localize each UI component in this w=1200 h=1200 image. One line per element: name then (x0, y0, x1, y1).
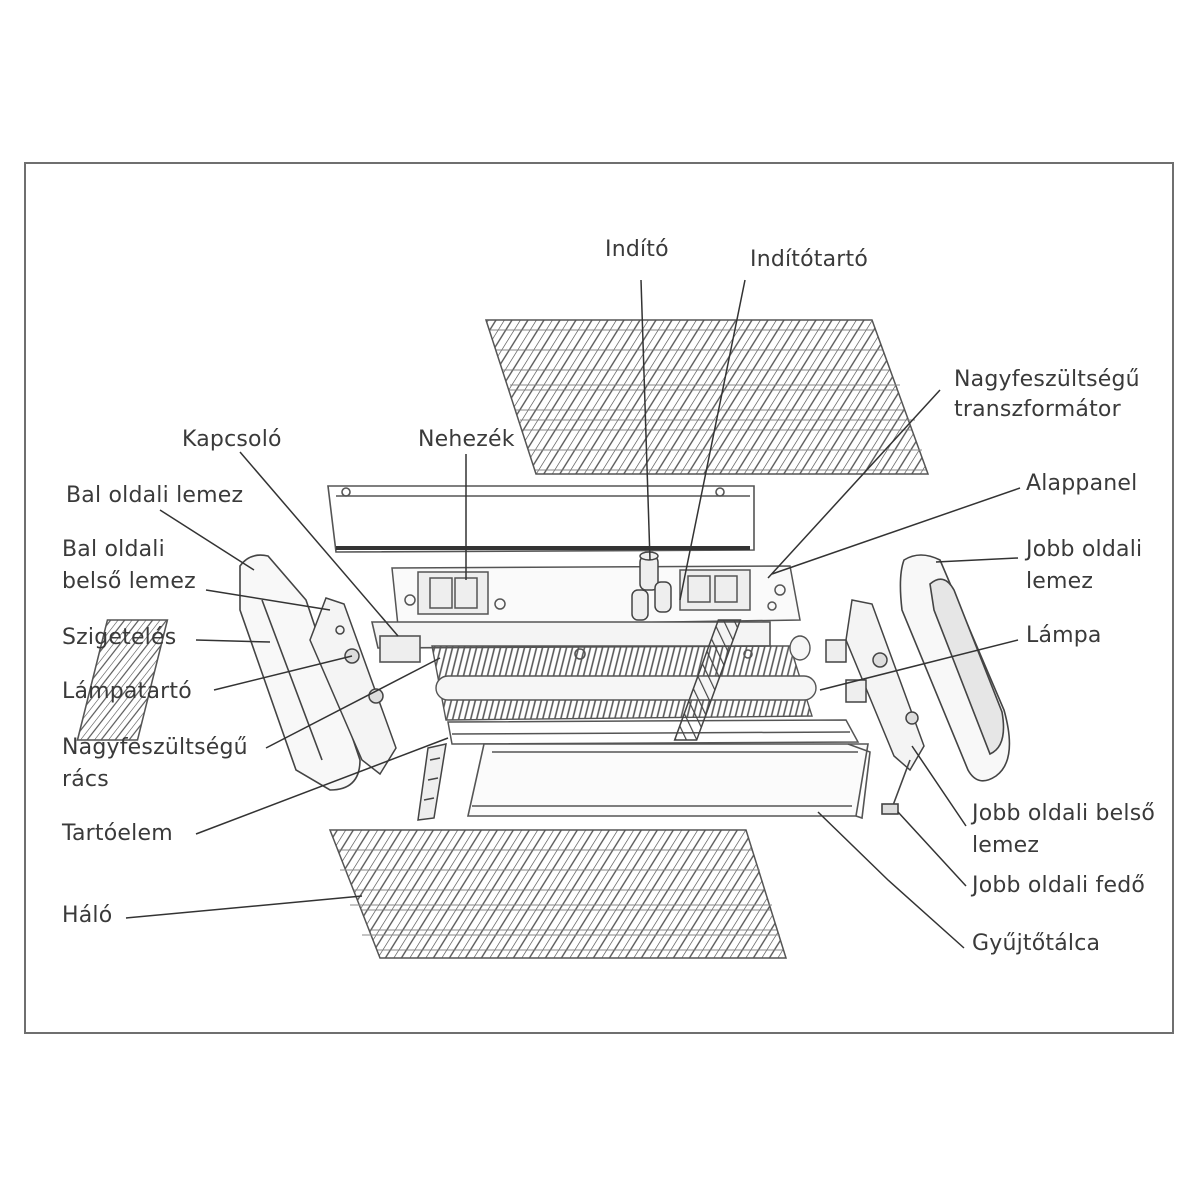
label-jobb-belso-2: lemez (972, 833, 1040, 858)
label-halo: Háló (62, 903, 113, 928)
leader-lampa (819, 639, 1019, 691)
label-indito: Indító (605, 237, 669, 262)
collecting-tray (467, 743, 871, 820)
right-inner-plate (825, 599, 925, 772)
label-nagyfesz-racs-1: Nagyfeszültségű (62, 735, 248, 760)
left-side-plate (76, 554, 361, 791)
label-inditotarto: Indítótartó (750, 247, 869, 272)
base-panel (391, 565, 801, 627)
label-jobb-lemez-2: lemez (1026, 569, 1094, 594)
leader-kapcsolo (239, 451, 399, 637)
right-cover-post (881, 759, 911, 815)
label-nagyfesz-transzf-2: transzformátor (954, 397, 1121, 422)
leader-alappanel (771, 487, 1021, 575)
diagram-frame (24, 162, 1174, 1034)
leader-inditotarto (679, 279, 746, 601)
label-alappanel: Alappanel (1026, 471, 1138, 496)
label-jobb-fedo: Jobb oldali fedő (972, 873, 1146, 898)
label-szigeteles: Szigetelés (62, 625, 177, 650)
leader-tartoelem (195, 737, 449, 835)
label-bal-belso-1: Bal oldali (62, 537, 165, 562)
leader-jobb-lemez (935, 557, 1019, 563)
label-nagyfesz-transzf-1: Nagyfeszültségű (954, 367, 1140, 392)
label-nehezek: Nehezék (418, 427, 515, 452)
leader-bal-belso (205, 589, 331, 611)
right-side-plate (673, 554, 1011, 782)
left-inner-plate (309, 597, 397, 776)
end-cover-left (417, 743, 447, 821)
label-jobb-lemez-1: Jobb oldali (1026, 537, 1143, 562)
label-gyujtotalca: Gyűjtőtálca (972, 931, 1101, 956)
lamp-tube (435, 635, 817, 701)
leader-lines (125, 279, 1021, 949)
label-lampatarto: Lámpatartó (62, 679, 192, 704)
label-jobb-belso-1: Jobb oldali belső (972, 801, 1156, 826)
label-nagyfesz-racs-2: rács (62, 767, 109, 792)
back-housing (327, 485, 755, 553)
starter (631, 551, 672, 621)
leader-jobb-fedo (897, 811, 967, 887)
label-kapcsolo: Kapcsoló (182, 427, 282, 452)
label-tartoelem: Tartóelem (62, 821, 173, 846)
leader-transzformator (767, 389, 941, 579)
leader-bal-lemez (159, 509, 255, 571)
label-bal-oldali-lemez: Bal oldali lemez (66, 483, 244, 508)
support-rail (447, 719, 860, 745)
leader-halo (125, 895, 363, 919)
leader-szigeteles (195, 639, 271, 643)
front-rail (370, 621, 771, 663)
top-mesh (484, 319, 930, 475)
leader-jobb-belso (911, 745, 967, 827)
leader-racs (265, 657, 441, 749)
label-bal-belso-2: belső lemez (62, 569, 196, 594)
leader-gyujtotalca (817, 811, 965, 949)
leader-indito (640, 279, 651, 561)
bottom-mesh (328, 829, 788, 959)
label-lampa: Lámpa (1026, 623, 1102, 648)
leader-lampatarto (213, 655, 353, 691)
